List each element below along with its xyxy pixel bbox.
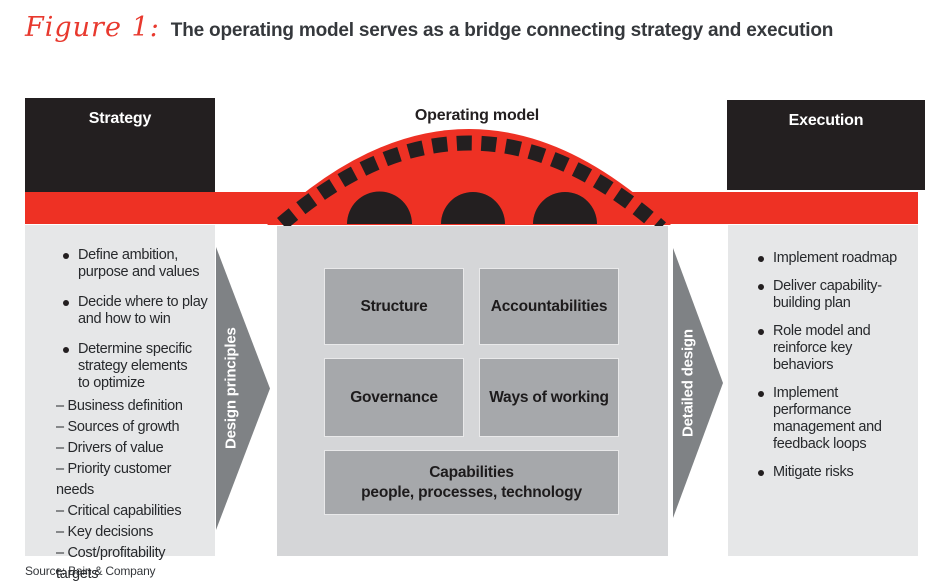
capabilities-subtitle: people, processes, technology <box>361 483 582 501</box>
bullet-item: Implement performance management and fee… <box>758 385 914 453</box>
execution-header-box: Execution <box>727 100 925 190</box>
bullet-text: Implement performance management and fee… <box>773 385 882 452</box>
sub-bullet-item: – Drivers of value <box>56 440 164 456</box>
figure-title: The operating model serves as a bridge c… <box>170 20 834 41</box>
bullet-text: Implement roadmap <box>773 250 897 266</box>
bullet-dot-icon <box>63 253 69 259</box>
bullet-dot-icon <box>758 470 764 476</box>
strategy-panel: Define ambition, purpose and values Deci… <box>25 225 215 582</box>
design-principles-arrow-label: Design principles <box>222 327 240 450</box>
governance-box: Governance <box>324 358 464 437</box>
bullet-text: Mitigate risks <box>773 464 854 480</box>
bullet-item: Determine specific strategy elements to … <box>63 341 209 392</box>
operating-model-label: Operating model <box>414 107 540 124</box>
figure-header: Figure 1: The operating model serves as … <box>25 12 833 43</box>
bullet-item: Deliver capability- building plan <box>758 278 914 312</box>
execution-panel: Implement roadmap Deliver capability- bu… <box>728 225 918 556</box>
bullet-item: Role model and reinforce key behaviors <box>758 323 914 374</box>
bullet-item: Mitigate risks <box>758 464 914 481</box>
bridge-deck-dashes <box>272 135 666 234</box>
sub-bullet-list: – Business definition – Sources of growt… <box>56 396 209 585</box>
capabilities-title: Capabilities <box>429 463 514 481</box>
bullet-dot-icon <box>63 347 69 353</box>
bullet-item: Decide where to play and how to win <box>63 294 209 328</box>
structure-box: Structure <box>324 268 464 345</box>
capabilities-box: Capabilities people, processes, technolo… <box>324 450 619 515</box>
bridge-arch <box>441 192 505 224</box>
bullet-dot-icon <box>758 329 764 335</box>
bridge-arch <box>533 192 597 224</box>
bullet-text: Define ambition, purpose and values <box>78 247 200 280</box>
sub-bullet-item: – Critical capabilities <box>56 503 182 519</box>
strategy-header-box: Strategy <box>25 98 215 192</box>
bullet-dot-icon <box>758 256 764 262</box>
sub-bullet-item: – Priority customer needs <box>56 461 172 498</box>
bullet-text: Role model and reinforce key behaviors <box>773 323 871 373</box>
sub-bullet-item: – Key decisions <box>56 524 154 540</box>
source-note: Source: Bain & Company <box>25 564 156 578</box>
sub-bullet-item: – Cost/profitability targets <box>56 545 166 582</box>
bridge-arch <box>347 191 412 224</box>
bullet-text: Decide where to play and how to win <box>78 294 208 327</box>
sub-bullet-item: – Business definition <box>56 398 183 414</box>
bullet-dot-icon <box>63 300 69 306</box>
bullet-item: Define ambition, purpose and values <box>63 247 209 281</box>
bullet-text: Determine specific strategy elements to … <box>78 341 192 391</box>
detailed-design-arrow-label: Detailed design <box>679 329 697 437</box>
ways-of-working-box: Ways of working <box>479 358 619 437</box>
operating-model-panel: Structure Accountabilities Governance Wa… <box>277 226 668 556</box>
sub-bullet-item: – Sources of growth <box>56 419 180 435</box>
figure-label: Figure 1: <box>25 12 160 43</box>
bullet-text: Deliver capability- building plan <box>773 278 882 311</box>
bullet-dot-icon <box>758 391 764 397</box>
bullet-item: Implement roadmap <box>758 250 914 267</box>
accountabilities-box: Accountabilities <box>479 268 619 345</box>
bullet-dot-icon <box>758 284 764 290</box>
